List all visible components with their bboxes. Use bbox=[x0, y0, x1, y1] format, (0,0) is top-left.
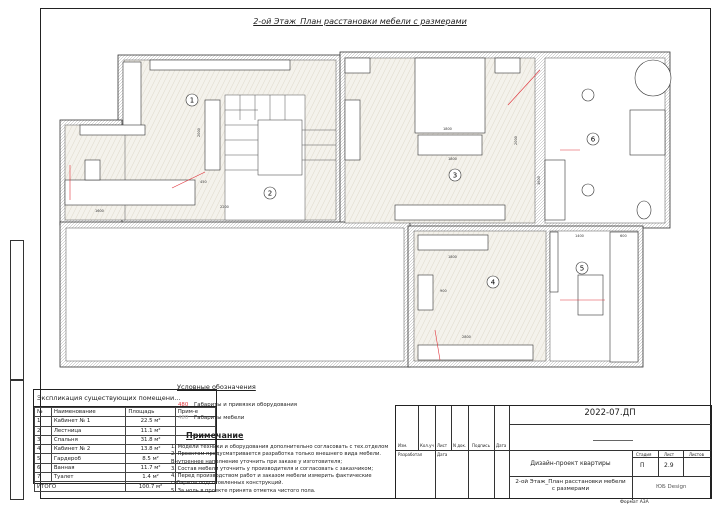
legend-item-furniture: 480 Габариты мебели bbox=[178, 415, 245, 421]
floor-plan: 1 2 3 4 5 6 2000 1800 2000 1800 2800 180… bbox=[59, 51, 672, 368]
notes: 1. Модели техники и оборудования дополни… bbox=[171, 444, 389, 494]
svg-text:900: 900 bbox=[440, 289, 447, 293]
wardrobe bbox=[122, 61, 142, 133]
wardrobe-bedroom bbox=[344, 99, 361, 161]
svg-text:1400: 1400 bbox=[575, 234, 584, 238]
chest-2 bbox=[417, 344, 534, 361]
room-number: 6 bbox=[591, 136, 596, 144]
legend-title: Условные обозначения bbox=[177, 383, 256, 391]
svg-text:2000: 2000 bbox=[197, 128, 201, 137]
wall-cabinet bbox=[79, 124, 146, 136]
title-block: Изм. Кол.уч Лист N док. Подпись Дата Раз… bbox=[395, 405, 712, 500]
desk-2 bbox=[417, 274, 434, 311]
closet bbox=[544, 159, 566, 221]
legend-item-equipment: 480 Габариты и привязки оборудования bbox=[178, 402, 298, 408]
rooms-table-caption: Экспликация существующих помещени... bbox=[34, 390, 216, 407]
island bbox=[577, 274, 604, 316]
room-4-floor bbox=[413, 230, 547, 362]
room-marker-5: 5 bbox=[575, 261, 589, 275]
svg-text:1800: 1800 bbox=[448, 255, 457, 259]
unused-area bbox=[65, 227, 405, 362]
floors bbox=[64, 57, 666, 362]
sink bbox=[581, 88, 595, 102]
left-stamp-strip-lower bbox=[10, 380, 24, 500]
desk bbox=[64, 179, 196, 206]
legend-sample-gray: 480 bbox=[178, 415, 189, 421]
bed bbox=[414, 57, 486, 134]
room-marker-2: 2 bbox=[263, 186, 277, 200]
room-marker-3: 3 bbox=[448, 168, 462, 182]
room-number: 3 bbox=[453, 172, 457, 180]
svg-text:2000: 2000 bbox=[514, 136, 518, 145]
drawing-frame bbox=[40, 8, 711, 499]
room-number: 2 bbox=[268, 190, 272, 198]
svg-text:600: 600 bbox=[620, 234, 627, 238]
legend-sample-red: 480 bbox=[178, 402, 189, 408]
svg-text:2800: 2800 bbox=[462, 335, 471, 339]
bench bbox=[417, 134, 483, 156]
room-marker-1: 1 bbox=[185, 93, 199, 107]
company-name: ЮБ Design bbox=[656, 484, 687, 490]
project-name: Дизайн-проект квартиры bbox=[530, 460, 611, 467]
toilet bbox=[636, 200, 652, 220]
svg-text:1600: 1600 bbox=[95, 209, 104, 213]
furniture bbox=[64, 57, 672, 363]
page-title: 2-ой Этаж_План расстановки мебели с разм… bbox=[253, 17, 467, 26]
sofa-2 bbox=[417, 234, 489, 251]
room-marker-4: 4 bbox=[486, 275, 500, 289]
svg-text:450: 450 bbox=[200, 180, 207, 184]
bookshelf bbox=[149, 59, 291, 71]
cabinet bbox=[84, 159, 101, 181]
rooms-table: Экспликация существующих помещени... № Н… bbox=[33, 389, 217, 492]
sofa bbox=[204, 99, 221, 171]
table-total-row: ИТОГО 100.7 м² bbox=[33, 481, 217, 492]
svg-text:2200: 2200 bbox=[220, 205, 229, 209]
chest bbox=[394, 204, 506, 221]
room-marker-6: 6 bbox=[586, 132, 600, 146]
svg-text:1800: 1800 bbox=[443, 127, 452, 131]
notes-title: Примечание bbox=[186, 431, 244, 440]
sheet-title: 2-ой Этаж_План расстановки мебели с разм… bbox=[515, 479, 626, 492]
bathtub bbox=[634, 59, 672, 97]
room-number: 4 bbox=[491, 279, 496, 287]
room-number: 1 bbox=[190, 97, 194, 105]
svg-text:1800: 1800 bbox=[448, 157, 457, 161]
left-stamp-strip bbox=[10, 240, 24, 380]
drawing-code: 2022-07.ДП bbox=[584, 408, 636, 418]
format-label: Формат А3А bbox=[620, 500, 649, 505]
shower bbox=[629, 109, 666, 156]
room-number: 5 bbox=[580, 265, 584, 273]
room-markers: 1 2 3 4 5 6 bbox=[185, 93, 600, 289]
svg-text:3600: 3600 bbox=[537, 176, 541, 185]
sink-2 bbox=[581, 183, 595, 197]
dimension-labels: 2000 1800 2000 1800 2800 1800 1600 900 4… bbox=[95, 127, 627, 339]
